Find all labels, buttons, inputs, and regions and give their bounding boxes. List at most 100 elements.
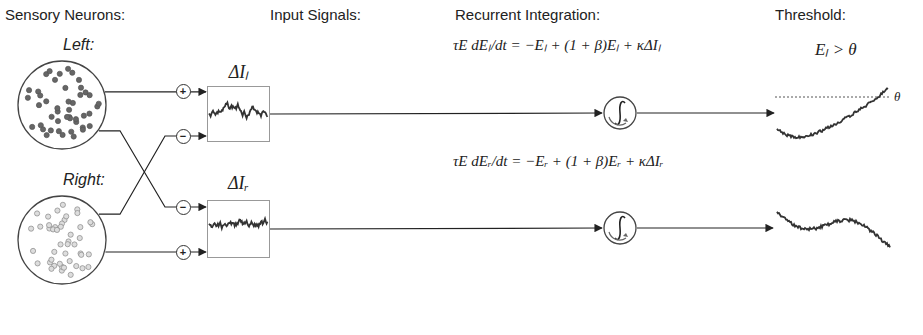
neuron-dot xyxy=(65,66,70,71)
neuron-dot xyxy=(78,85,83,90)
neuron-dot xyxy=(74,263,79,268)
plot-frame xyxy=(208,201,270,258)
neuron-dot xyxy=(67,258,72,263)
integrator-circle: τE dEₗ/dt = −Eₗ + (1 + β)Eₗ + κΔIₗ xyxy=(603,96,637,130)
neuron-dot xyxy=(61,265,66,270)
neuron-dot xyxy=(29,226,34,231)
neuron-circle xyxy=(18,61,106,149)
node-label: Right: xyxy=(63,171,105,189)
neuron-dot xyxy=(46,223,51,228)
neuron-dot xyxy=(47,69,52,74)
node-label: τE dEₗ/dt = −Eₗ + (1 + β)Eₗ + κΔIₗ xyxy=(453,34,661,54)
neuron-dot xyxy=(49,266,54,271)
neuron-dot xyxy=(64,114,69,119)
threshold-plot: Eₗ > θθ xyxy=(775,75,890,150)
neuron-dot xyxy=(86,264,91,269)
integrator-circle-outline xyxy=(604,97,636,129)
neuron-dot xyxy=(79,252,84,257)
connector xyxy=(270,228,602,229)
neuron-dot xyxy=(68,272,73,277)
neuron-dot xyxy=(30,248,35,253)
neuron-dot xyxy=(71,134,76,139)
sign-label: − xyxy=(176,129,191,144)
neuron-dot xyxy=(80,127,85,132)
node-label: τE dEᵣ/dt = −Eᵣ + (1 + β)Eᵣ + κΔIᵣ xyxy=(453,153,663,170)
connector xyxy=(99,131,206,207)
shape-outline xyxy=(603,96,637,130)
sign-label: − xyxy=(176,200,191,215)
neuron-circle xyxy=(18,196,106,284)
connector xyxy=(270,113,602,114)
decision-trace xyxy=(777,212,890,248)
decision-trace xyxy=(777,89,888,139)
neuron-dot xyxy=(63,251,68,256)
neuron-population: Right: xyxy=(17,195,107,285)
loop-arrowhead xyxy=(623,233,628,237)
node-label: Left: xyxy=(63,36,94,54)
neuron-dot xyxy=(77,235,82,240)
neuron-dot xyxy=(44,133,49,138)
shape-outline xyxy=(775,75,890,150)
neuron-dot xyxy=(25,95,30,100)
connector xyxy=(105,251,206,252)
neuron-dot xyxy=(52,77,57,82)
neuron-dot xyxy=(55,106,60,111)
column-header: Sensory Neurons: xyxy=(5,6,125,23)
neuron-dot xyxy=(38,93,43,98)
shape-outline xyxy=(207,200,270,258)
neuron-dot xyxy=(35,261,40,266)
integrator-circle: τE dEᵣ/dt = −Eᵣ + (1 + β)Eᵣ + κΔIᵣ xyxy=(603,211,637,245)
neuron-dot xyxy=(52,249,57,254)
neuron-dot xyxy=(87,111,92,116)
connector xyxy=(105,91,206,92)
noisy-trace xyxy=(209,103,267,119)
neuron-dot xyxy=(96,101,101,106)
sign-label: + xyxy=(176,245,191,260)
shape-outline xyxy=(207,86,270,142)
signal-plot: ΔIᵣ xyxy=(207,200,270,258)
neuron-dot xyxy=(38,224,43,229)
shape-outline xyxy=(603,211,637,245)
neuron-dot xyxy=(55,119,60,124)
neuron-dot xyxy=(69,129,74,134)
neuron-dot xyxy=(49,257,54,262)
neuron-dot xyxy=(81,113,86,118)
neuron-dot xyxy=(48,128,53,133)
neuron-dot xyxy=(70,70,75,75)
neuron-dot xyxy=(60,202,65,207)
sign-label: + xyxy=(176,84,191,99)
neuron-dot xyxy=(75,210,80,215)
neuron-dot xyxy=(73,117,78,122)
signal-plot: ΔIₗ xyxy=(207,86,270,142)
connector xyxy=(99,136,206,214)
neuron-dot xyxy=(80,266,85,271)
neuron-dot xyxy=(54,227,59,232)
threshold-line xyxy=(775,97,890,98)
column-header: Recurrent Integration: xyxy=(455,6,600,23)
neuron-dot xyxy=(78,92,83,97)
integrator-circle-outline xyxy=(604,212,636,244)
connector xyxy=(637,112,774,113)
neuron-dot xyxy=(40,127,45,132)
neuron-dot xyxy=(88,220,93,225)
threshold-plot xyxy=(777,212,890,248)
neuron-dot xyxy=(26,88,31,93)
node-label: ΔIᵣ xyxy=(228,173,249,194)
neuron-dot xyxy=(34,211,39,216)
shape-outline xyxy=(17,195,107,285)
node-label: Eₗ > θ xyxy=(815,37,857,60)
column-header: Threshold: xyxy=(775,6,846,23)
neuron-dot xyxy=(46,214,51,219)
neuron-population: Left: xyxy=(17,60,107,150)
neuron-dot xyxy=(55,208,60,213)
neuron-dot xyxy=(49,114,54,119)
neuron-dot xyxy=(44,99,49,104)
noisy-trace xyxy=(209,219,267,229)
column-header: Input Signals: xyxy=(270,6,361,23)
neuron-dot xyxy=(78,225,83,230)
neuron-dot xyxy=(63,85,68,90)
neuron-dot xyxy=(56,129,61,134)
shape-outline xyxy=(17,60,107,150)
neuron-dot xyxy=(67,107,72,112)
neuron-dot xyxy=(87,93,92,98)
